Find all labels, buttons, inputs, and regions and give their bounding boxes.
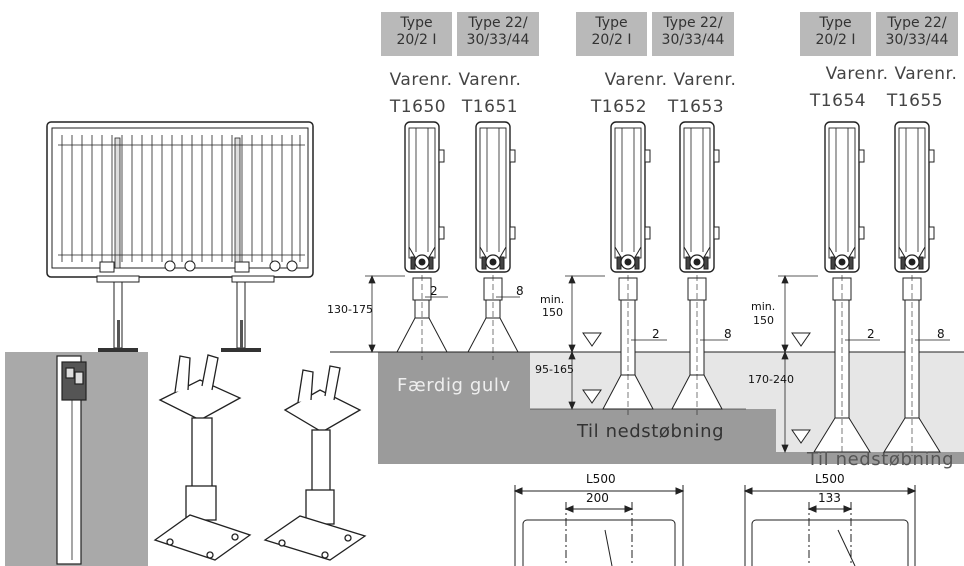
type-box-line2: 30/33/44 (661, 32, 725, 48)
type-box-line2: 30/33/44 (885, 32, 949, 48)
pedestal-render-2 (263, 365, 367, 561)
plan-outer-dim-2: L500 (815, 472, 845, 486)
type-box-g1-a: Type 20/2 I (381, 12, 452, 56)
plan-inner-dim-2: 133 (818, 491, 841, 505)
type-box-line2: 20/2 I (591, 32, 632, 48)
plan-view-1 (513, 485, 685, 566)
pedestal-t1654 (813, 121, 871, 456)
item-code-t1652: T1652 (590, 97, 648, 117)
type-box-line1: Type 22/ (663, 15, 723, 31)
item-code-t1655: T1655 (886, 91, 944, 111)
pedestal-render-1 (153, 354, 252, 561)
cast-in-label-2: Til nedstøbning (807, 449, 955, 470)
type-box-g2-b: Type 22/ 30/33/44 (652, 12, 734, 56)
item-code-t1653: T1653 (667, 97, 725, 117)
pedestal-t1653 (671, 121, 723, 415)
pedestal-t1650 (396, 121, 448, 360)
pedestal-render-tall (56, 355, 87, 565)
type-box-g3-a: Type 20/2 I (800, 12, 871, 56)
dim-2-g3: 2 (867, 327, 875, 341)
type-box-line1: Type (819, 15, 852, 31)
min-value-g2: 150 (542, 306, 563, 319)
finished-floor-label: Færdig gulv (397, 375, 511, 396)
pedestal-t1651 (467, 121, 519, 360)
type-box-line2: 20/2 I (396, 32, 437, 48)
type-box-line1: Type 22/ (887, 15, 947, 31)
pedestal-t1655 (883, 121, 941, 456)
min-value-g3: 150 (753, 314, 774, 327)
varenr-label-g1: Varenr. Varenr. (389, 70, 522, 90)
plan-inner-dim-1: 200 (586, 491, 609, 505)
dim-8-g3: 8 (937, 327, 945, 341)
type-box-line2: 20/2 I (815, 32, 856, 48)
dim-2-g1: 2 (430, 284, 438, 298)
type-box-g2-a: Type 20/2 I (576, 12, 647, 56)
min-label-g2: min. (540, 293, 565, 306)
dim-2-g2: 2 (652, 327, 660, 341)
item-code-t1651: T1651 (461, 97, 519, 117)
pedestal-t1652 (602, 121, 654, 415)
dim-8-g2: 8 (724, 327, 732, 341)
type-box-line1: Type (595, 15, 628, 31)
type-box-line2: 30/33/44 (466, 32, 530, 48)
type-box-g3-b: Type 22/ 30/33/44 (876, 12, 958, 56)
dim-8-g1: 8 (516, 284, 524, 298)
panel-radiator-front (46, 121, 314, 352)
varenr-label-g3: Varenr. Varenr. (825, 64, 958, 84)
min-label-g3: min. (751, 300, 776, 313)
plan-outer-dim-1: L500 (586, 472, 616, 486)
height-range-g2: 95-165 (535, 363, 574, 376)
type-box-line1: Type (400, 15, 433, 31)
plan-view-2 (743, 485, 917, 566)
item-code-t1650: T1650 (389, 97, 447, 117)
type-box-g1-b: Type 22/ 30/33/44 (457, 12, 539, 56)
type-box-line1: Type 22/ (468, 15, 528, 31)
varenr-label-g2: Varenr. Varenr. (604, 70, 737, 90)
cast-in-label-1: Til nedstøbning (577, 421, 725, 442)
item-code-t1654: T1654 (809, 91, 867, 111)
height-range-g1: 130-175 (327, 303, 373, 316)
height-range-g3: 170-240 (748, 373, 794, 386)
